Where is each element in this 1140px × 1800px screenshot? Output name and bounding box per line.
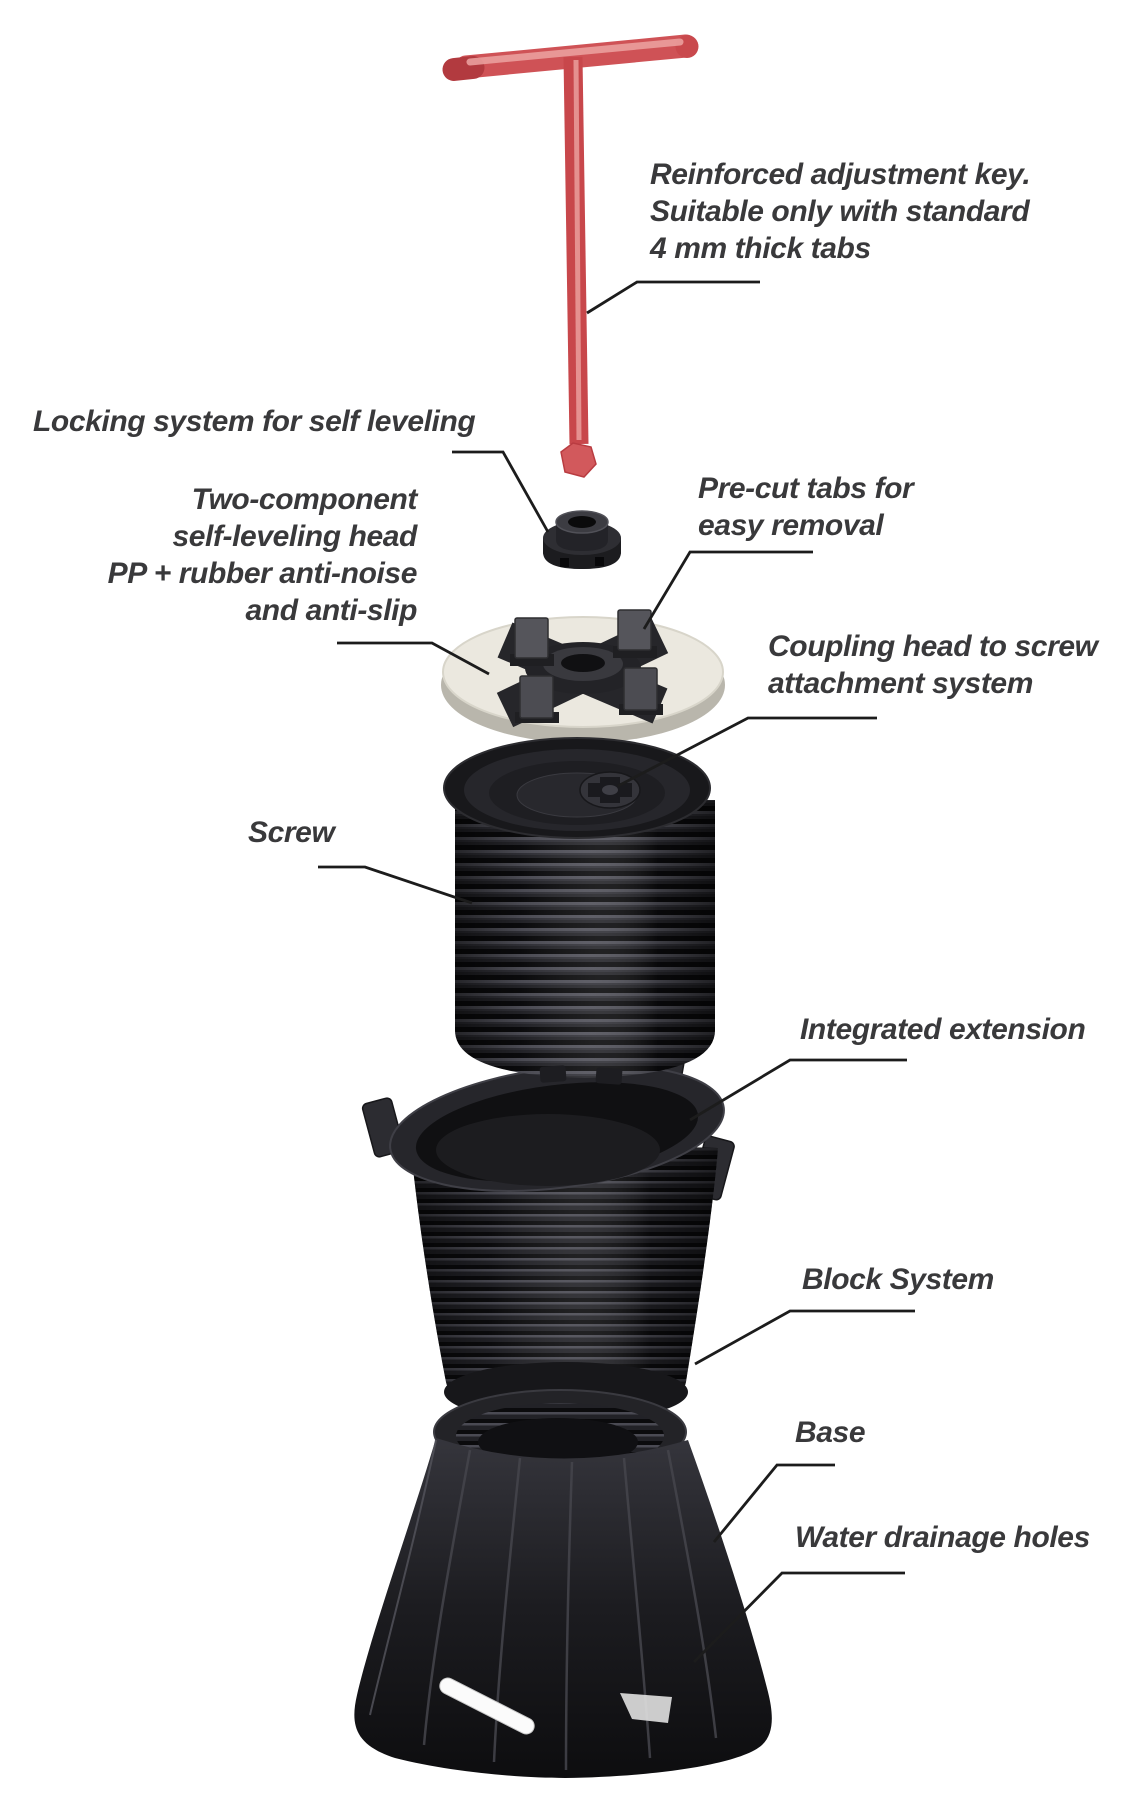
pre-cut-tab [510,617,554,666]
label-extension: Integrated extension [800,1011,1086,1048]
integrated-extension-block-graphic [361,1053,735,1422]
leader-block-system [694,1309,915,1366]
label-leveling-head: Two-component self-leveling head PP + ru… [107,481,418,629]
water-drainage-hole [439,1677,535,1735]
screw-graphic [443,737,715,1085]
key-hex-tip [560,442,597,478]
pre-cut-tab [515,675,559,723]
label-line: PP + rubber anti-noise [107,557,418,590]
leader-drainage [693,1571,905,1663]
label-line: 4 mm thick tabs [650,232,871,265]
label-adjustment-key: Reinforced adjustment key. Suitable only… [650,156,1031,267]
label-line: Suitable only with standard [650,195,1030,228]
label-locking-system: Locking system for self leveling [33,403,476,440]
label-line: easy removal [698,509,884,542]
label-line: Two-component [191,483,418,516]
leader-leveling-head [337,641,490,676]
pre-cut-tab [613,609,657,658]
label-line: Reinforced adjustment key. [650,158,1031,191]
label-line: Pre-cut tabs for [698,472,914,505]
leader-extension [689,1058,907,1122]
label-line: Base [795,1416,866,1449]
pre-cut-tab [619,667,663,715]
base-notch [620,1693,672,1723]
leader-coupling-head [617,716,877,788]
coupling-head-graphic [579,771,641,809]
label-line: Screw [248,816,335,849]
label-screw: Screw [248,814,335,851]
leader-precut-tabs [642,550,813,630]
label-line: Water drainage holes [795,1521,1090,1554]
label-drainage: Water drainage holes [795,1519,1090,1556]
locking-ring-graphic [543,510,621,569]
leader-adjustment-key [586,280,760,315]
label-line: Block System [802,1263,994,1296]
label-line: Coupling head to screw [768,630,1098,663]
label-line: Integrated extension [800,1013,1086,1046]
base-ribs [369,1439,718,1771]
leader-base [712,1463,835,1543]
self-leveling-head-graphic [441,609,725,743]
base-graphic [354,1389,772,1778]
leader-screw [318,865,473,905]
label-line: attachment system [768,667,1033,700]
adjustment-key-graphic [442,34,699,478]
label-line: self-leveling head [172,520,417,553]
label-base: Base [795,1414,866,1451]
label-line: Locking system for self leveling [33,405,476,438]
leader-locking-system [452,450,550,533]
label-line: and anti-slip [245,594,418,627]
label-coupling-head: Coupling head to screw attachment system [768,628,1098,702]
label-precut-tabs: Pre-cut tabs for easy removal [698,470,914,544]
label-block-system: Block System [802,1261,994,1298]
